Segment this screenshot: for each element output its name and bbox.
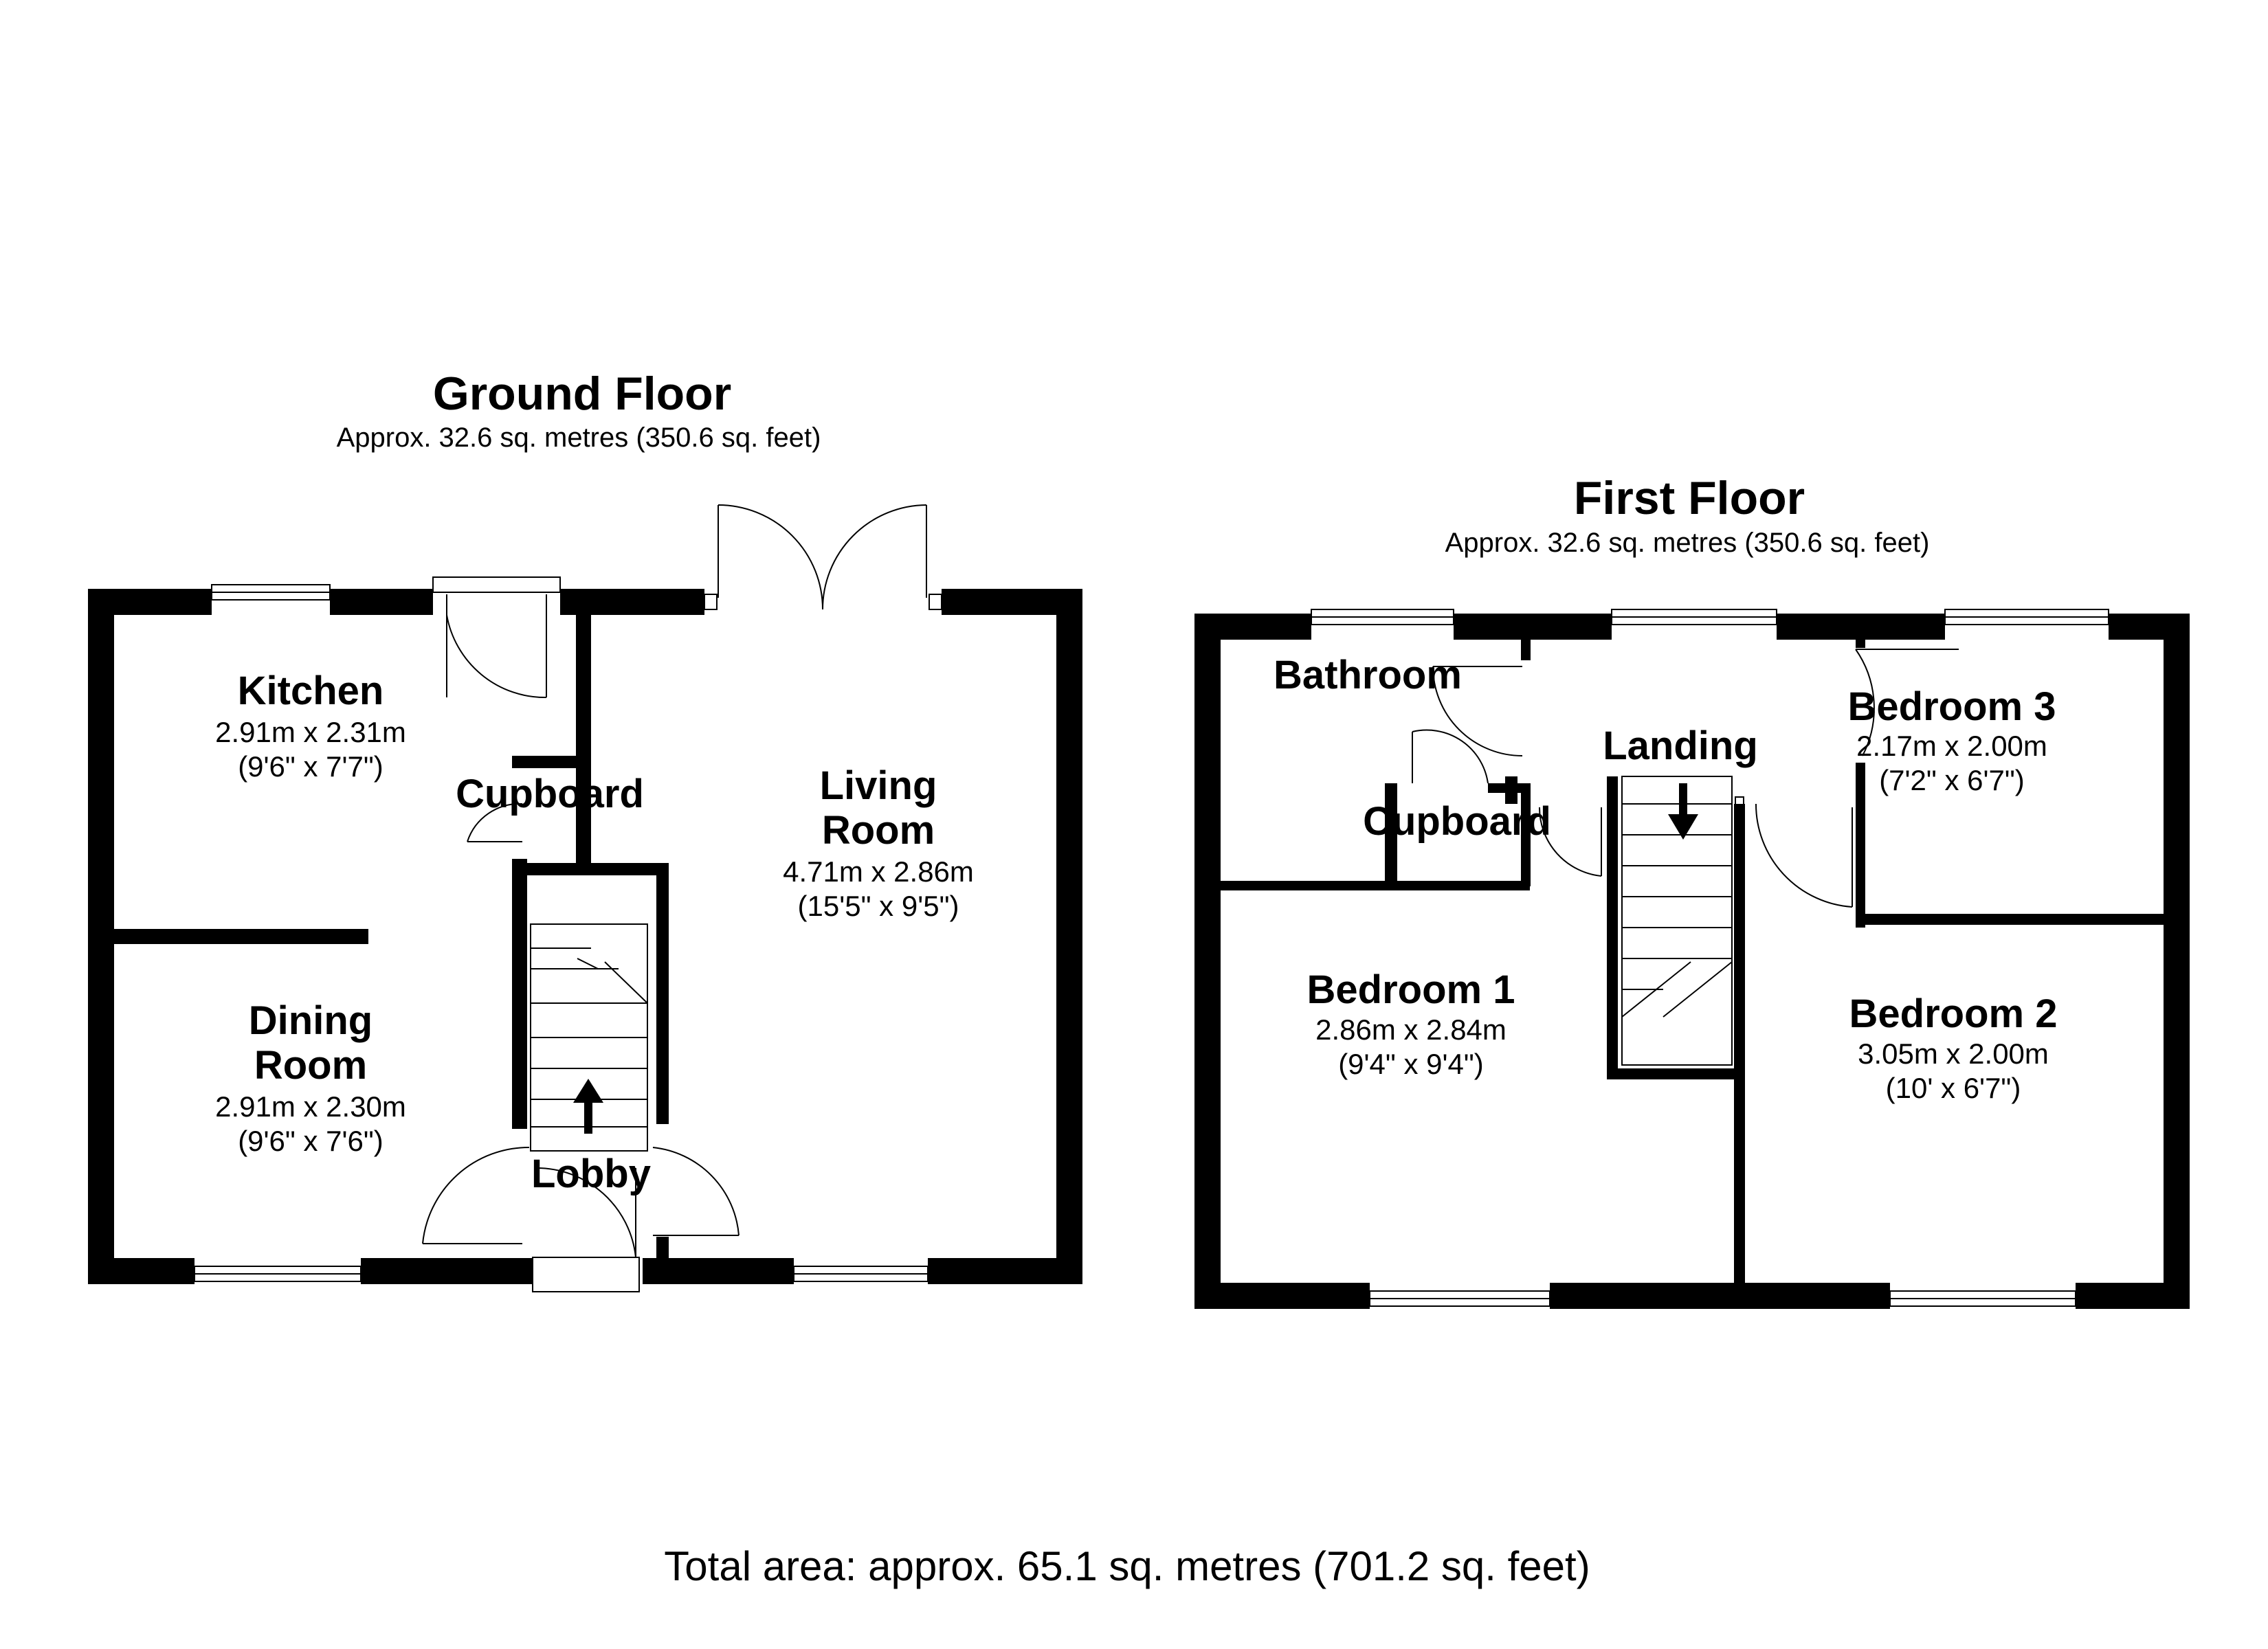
ground-floor-title: Ground Floor xyxy=(433,368,731,420)
kitchen-imperial: (9'6" x 7'7") xyxy=(238,750,383,783)
kitchen-name: Kitchen xyxy=(238,669,384,713)
bedroom2-imperial: (10' x 6'7") xyxy=(1886,1072,2021,1104)
first-windows xyxy=(1311,609,2109,1307)
total-area: Total area: approx. 65.1 sq. metres (701… xyxy=(664,1543,1590,1589)
bedroom3-name: Bedroom 3 xyxy=(1848,684,2056,729)
ground-windows xyxy=(194,584,929,1282)
ground-staircase xyxy=(530,923,648,1152)
dining-room-name-2: Room xyxy=(254,1043,367,1088)
bedroom2-metric: 3.05m x 2.00m xyxy=(1858,1037,2049,1070)
lobby-name: Lobby xyxy=(531,1152,651,1196)
bedroom3-imperial: (7'2" x 6'7") xyxy=(1879,764,2025,796)
ground-cupboard-name: Cupboard xyxy=(456,772,644,816)
first-staircase xyxy=(1621,776,1744,1066)
bedroom3-metric: 2.17m x 2.00m xyxy=(1856,730,2047,762)
ground-stairs-up-arrow-icon xyxy=(573,1079,603,1134)
bedroom1-imperial: (9'4" x 9'4") xyxy=(1338,1048,1484,1080)
living-room-metric: 4.71m x 2.86m xyxy=(783,855,974,888)
lobby-doors xyxy=(422,1146,740,1292)
landing-name: Landing xyxy=(1603,723,1758,768)
living-room-imperial: (15'5" x 9'5") xyxy=(798,890,959,922)
first-stairs-down-arrow-icon xyxy=(1668,783,1698,840)
first-floor-doors xyxy=(1412,649,1959,908)
living-room-name-2: Room xyxy=(822,808,935,853)
bedroom2-name: Bedroom 2 xyxy=(1849,991,2058,1036)
ground-floor-area: Approx. 32.6 sq. metres (350.6 sq. feet) xyxy=(337,423,821,453)
living-room-name-1: Living xyxy=(820,763,937,808)
ground-floor-walls xyxy=(88,589,1082,1284)
dining-room-name-1: Dining xyxy=(249,998,373,1043)
ground-floor-plan: Ground Floor Approx. 32.6 sq. metres (35… xyxy=(88,368,1082,1292)
first-floor-area: Approx. 32.6 sq. metres (350.6 sq. feet) xyxy=(1445,528,1930,558)
first-floor-plan: First Floor Approx. 32.6 sq. metres (350… xyxy=(1194,472,2190,1309)
kitchen-door xyxy=(432,576,561,699)
first-floor-walls xyxy=(1194,614,2190,1309)
dining-room-imperial: (9'6" x 7'6") xyxy=(238,1125,383,1157)
kitchen-metric: 2.91m x 2.31m xyxy=(215,716,406,748)
bathroom-name: Bathroom xyxy=(1274,653,1462,697)
bedroom1-name: Bedroom 1 xyxy=(1307,967,1515,1012)
bedroom1-metric: 2.86m x 2.84m xyxy=(1315,1013,1507,1046)
first-cupboard-name: Cupboard xyxy=(1363,799,1551,844)
dining-room-metric: 2.91m x 2.30m xyxy=(215,1090,406,1123)
living-room-french-doors xyxy=(704,504,942,610)
first-floor-title: First Floor xyxy=(1574,472,1805,524)
ground-cupboard-door xyxy=(467,803,523,842)
